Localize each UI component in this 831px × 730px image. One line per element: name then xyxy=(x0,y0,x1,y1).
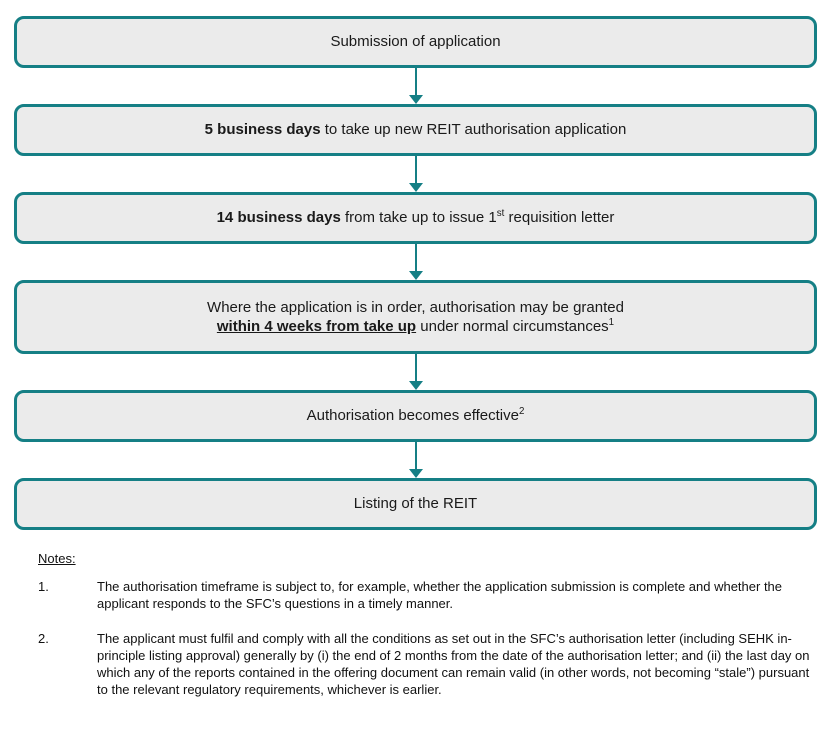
flow-box-text: 14 business days from take up to issue 1… xyxy=(217,208,615,228)
step-text: Submission of application xyxy=(330,33,501,51)
down-arrow-icon xyxy=(408,68,424,104)
arrow-head xyxy=(408,95,423,104)
note-item-2: 2. The applicant must fulfil and comply … xyxy=(38,630,811,698)
step-bold-text: 14 business days xyxy=(216,209,341,227)
arrow-line xyxy=(414,156,417,183)
arrow-head xyxy=(408,183,423,192)
flow-box-text: 5 business days to take up new REIT auth… xyxy=(205,120,627,140)
note-item-1: 1. The authorisation timeframe is subjec… xyxy=(38,578,811,612)
superscript: st xyxy=(496,208,505,220)
step-text: to take up new REIT authorisation applic… xyxy=(320,121,627,139)
flow-box-take-up: 5 business days to take up new REIT auth… xyxy=(14,104,817,156)
arrow-head xyxy=(408,381,423,390)
down-arrow-icon xyxy=(408,156,424,192)
note-number: 2. xyxy=(38,631,49,646)
notes-section: Notes: 1. The authorisation timeframe is… xyxy=(38,550,811,698)
step-text: under normal circumstances xyxy=(416,318,609,335)
flow-box-listing: Listing of the REIT xyxy=(14,478,817,530)
superscript: 2 xyxy=(518,406,525,418)
flow-box-authorisation-granted: Where the application is in order, autho… xyxy=(14,280,817,354)
arrow-line xyxy=(414,354,417,381)
flow-box-text: Authorisation becomes effective2 xyxy=(307,406,525,426)
flow-box-requisition-letter: 14 business days from take up to issue 1… xyxy=(14,192,817,244)
down-arrow-icon xyxy=(408,354,424,390)
step-text: Listing of the REIT xyxy=(353,495,478,513)
arrow-line xyxy=(414,442,417,469)
step-bold-underline-text: within 4 weeks from take up xyxy=(216,318,417,335)
note-text: The applicant must fulfil and comply wit… xyxy=(97,631,810,697)
step-text: Authorisation becomes effective xyxy=(306,407,519,425)
flow-box-text: Listing of the REIT xyxy=(354,494,477,514)
flow-box-text: Submission of application xyxy=(330,32,500,52)
step-text: from take up to issue 1 xyxy=(340,209,497,227)
superscript: 1 xyxy=(608,317,615,328)
note-number: 1. xyxy=(38,579,49,594)
arrow-line xyxy=(414,244,417,271)
notes-heading: Notes: xyxy=(38,551,76,566)
flow-box-text-line1: Where the application is in order, autho… xyxy=(207,298,624,318)
flow-box-submission: Submission of application xyxy=(14,16,817,68)
step-text: requisition letter xyxy=(504,209,615,227)
down-arrow-icon xyxy=(408,442,424,478)
arrow-head xyxy=(408,469,423,478)
arrow-head xyxy=(408,271,423,280)
reit-authorisation-flowchart: Submission of application 5 business day… xyxy=(14,16,817,530)
step-bold-text: 5 business days xyxy=(204,121,321,139)
flow-box-text-line2: within 4 weeks from take up under normal… xyxy=(217,317,614,337)
flow-box-authorisation-effective: Authorisation becomes effective2 xyxy=(14,390,817,442)
step-text: Where the application is in order, autho… xyxy=(207,298,624,316)
down-arrow-icon xyxy=(408,244,424,280)
note-text: The authorisation timeframe is subject t… xyxy=(97,579,783,611)
arrow-line xyxy=(414,68,417,95)
